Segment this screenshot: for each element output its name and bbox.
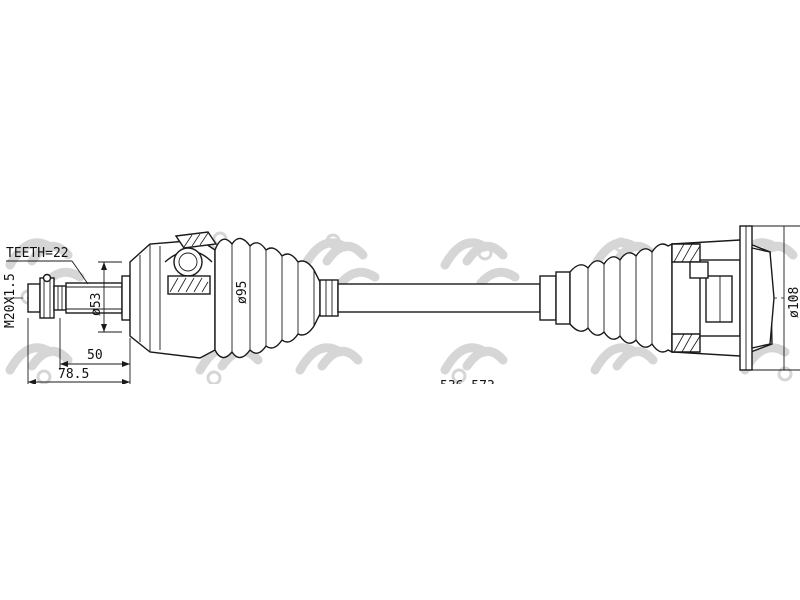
bottom-crop-mask <box>0 384 800 600</box>
outer-boot <box>214 237 321 359</box>
outer-cv-joint <box>129 231 218 359</box>
dim-78-5-label: 78.5 <box>58 367 89 382</box>
thread-label: M20X1.5 <box>3 273 18 328</box>
spline-diameter-label: ø53 <box>89 293 104 316</box>
teeth-label: TEETH=22 <box>6 246 69 261</box>
inner-cv-joint <box>671 225 775 371</box>
boot-diameter-label: ø95 <box>235 281 250 304</box>
flange-diameter-label: ø108 <box>787 287 800 318</box>
spline-diameter-dimension: ø53 <box>89 261 122 333</box>
spline-shaft <box>65 275 131 321</box>
inner-boot <box>569 242 673 354</box>
teeth-annotation: TEETH=22 <box>6 246 89 285</box>
dim-50-label: 50 <box>87 348 103 363</box>
main-shaft <box>319 271 571 325</box>
threaded-stub <box>27 273 67 319</box>
dimension-50: 50 <box>59 318 131 390</box>
flange-diameter-dimension: ø108 <box>752 225 800 371</box>
